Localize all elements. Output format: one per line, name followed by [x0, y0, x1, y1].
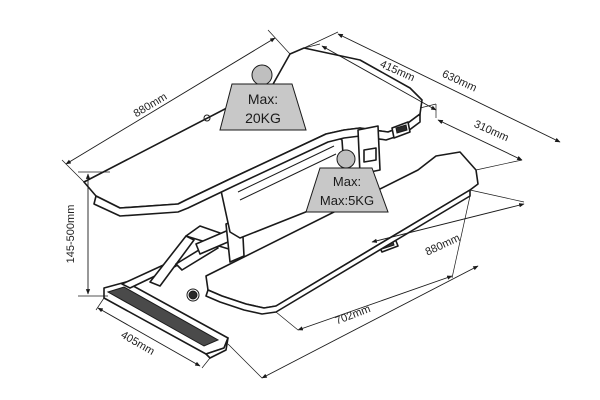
dim-keyboard-width-label: 880mm [424, 232, 462, 258]
lift-knob-icon [188, 290, 198, 300]
dim-base-width-label: 405mm [119, 329, 157, 358]
top-load-indicator: Max: 20KG [219, 64, 307, 131]
dim-keyboard-depth-label: 310mm [472, 118, 510, 144]
keyboard-load-indicator: Max: Max:5KG [305, 149, 389, 213]
weight-icon [251, 64, 273, 86]
dim-height-range-label: 145-500mm [65, 205, 77, 264]
keyboard-load-value: Max:5KG [320, 193, 374, 208]
top-load-value: 20KG [245, 110, 281, 126]
keyboard-weight-block [305, 167, 389, 213]
dimension-lines [61, 29, 561, 379]
top-load-label: Max: [248, 91, 278, 107]
top-weight-block [219, 83, 307, 131]
dim-total-depth-label: 630mm [440, 68, 478, 94]
scissor-lift [149, 217, 245, 302]
keyboard-load-label: Max: [333, 174, 361, 189]
weight-icon [336, 149, 356, 169]
